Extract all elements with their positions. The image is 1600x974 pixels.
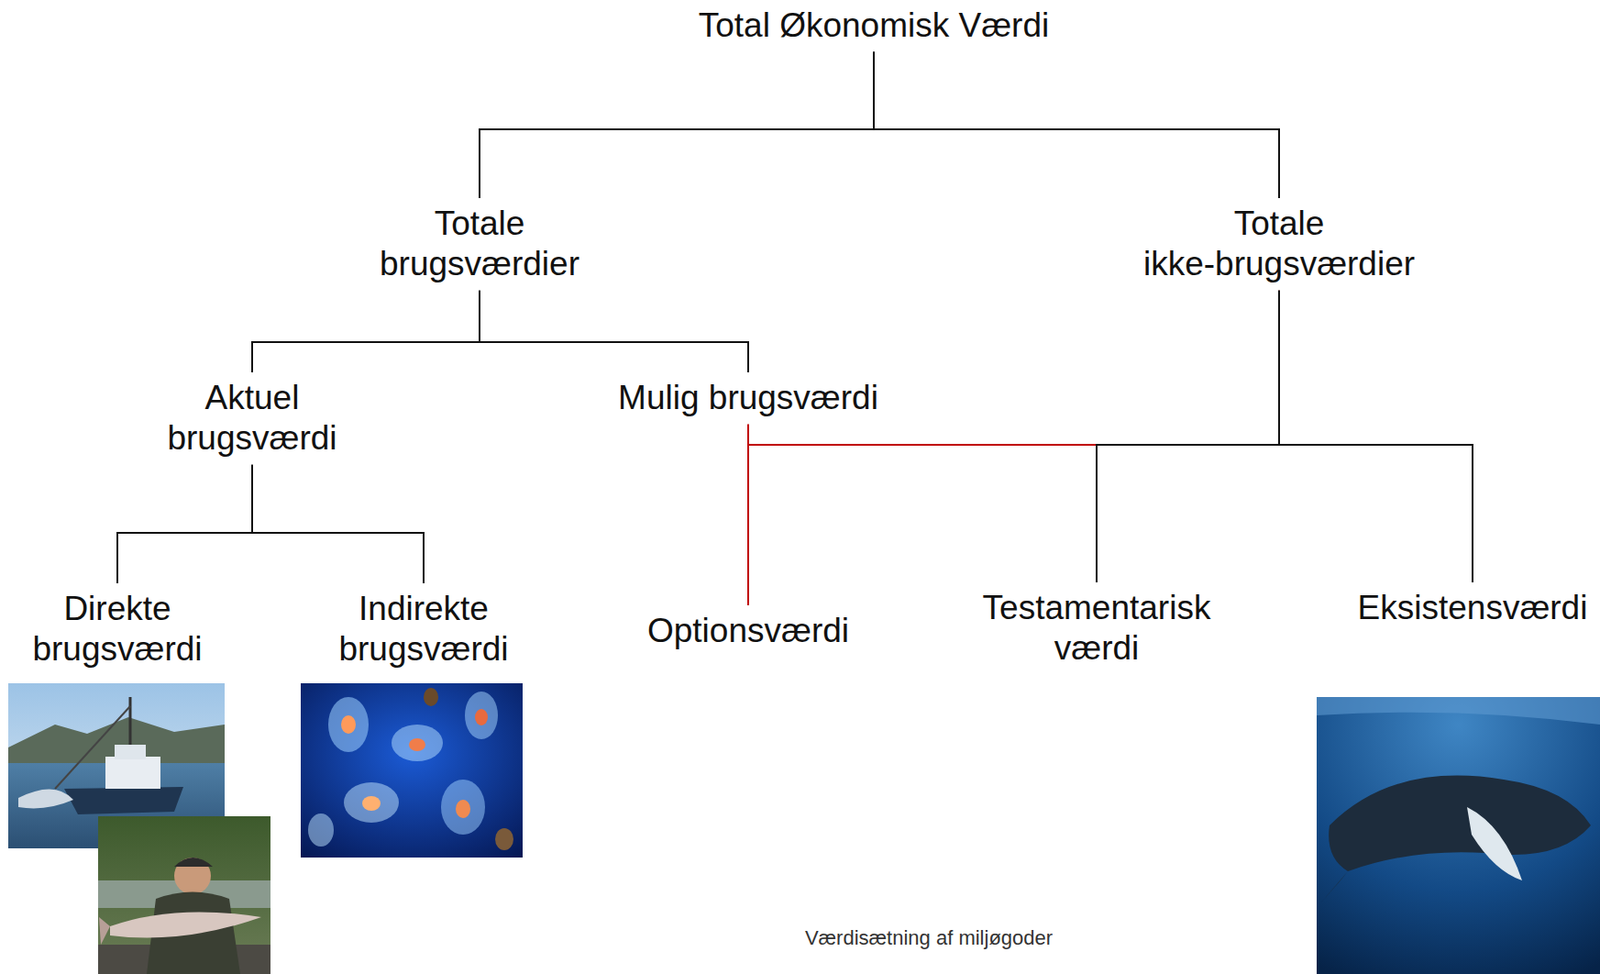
angler-photo: [98, 816, 271, 974]
value-node: Totale brugsværdier: [360, 203, 599, 286]
whale-photo: [1316, 696, 1600, 974]
word: Mulig: [617, 378, 699, 417]
value-node: Indirekte brugsværdi: [313, 588, 534, 671]
node-text: Mulig brugsværdi: [617, 377, 879, 419]
tree-connector: [748, 290, 1280, 606]
value-node: Totale ikke-brugsværdier: [1123, 203, 1435, 286]
value-node: Optionsværdi: [647, 610, 850, 652]
tree-connector: [252, 464, 424, 584]
tree-connector: [479, 290, 749, 373]
tree-connector: [117, 464, 253, 584]
word: Værdi: [959, 6, 1050, 45]
word: brugsværdi: [708, 378, 879, 417]
tree-connector: [1279, 290, 1473, 583]
tree-connector: [747, 423, 750, 606]
word: Økonomisk: [779, 6, 949, 45]
node-text: Indirekte brugsværdi: [313, 588, 534, 671]
node-text: Optionsværdi: [647, 610, 850, 652]
word: Total: [698, 6, 771, 45]
word: Aktuel: [205, 378, 300, 417]
tree-connector: [873, 51, 1280, 199]
word: brugsværdi: [32, 629, 202, 668]
plankton-photo: [300, 683, 523, 858]
node-text: Testamentarisk værdi: [963, 587, 1230, 670]
footer-label: Værdisætning af miljøgoder: [805, 926, 1053, 950]
value-node: Aktuel brugsværdi: [142, 377, 363, 460]
word: Eksistensværdi: [1357, 588, 1589, 627]
value-node: Eksistensværdi: [1357, 587, 1589, 629]
word: Indirekte: [358, 589, 489, 628]
tree-connector: [1096, 290, 1280, 583]
word: Totale: [434, 204, 526, 243]
word: Optionsværdi: [647, 611, 850, 650]
node-text: Eksistensværdi: [1357, 587, 1589, 629]
node-text: Totale brugsværdier: [360, 203, 599, 286]
word: ikke-brugsværdier: [1143, 244, 1415, 283]
value-node: Testamentarisk værdi: [963, 587, 1230, 670]
node-text: Total Økonomisk Værdi: [698, 5, 1049, 46]
word: brugsværdi: [166, 419, 337, 457]
value-node: Total Økonomisk Værdi: [698, 5, 1049, 46]
value-node: Mulig brugsværdi: [617, 377, 879, 419]
word: brugsværdi: [338, 629, 508, 668]
word: brugsværdier: [379, 244, 580, 283]
value-node: Direkte brugsværdi: [7, 588, 228, 671]
node-text: Totale ikke-brugsværdier: [1123, 203, 1435, 286]
word: Testamentarisk: [982, 588, 1212, 627]
word: Direkte: [63, 589, 171, 628]
tree-connector: [479, 51, 874, 199]
tree-connector: [252, 290, 480, 373]
word: Totale: [1234, 204, 1325, 243]
node-text: Aktuel brugsværdi: [142, 377, 363, 460]
node-text: Direkte brugsværdi: [7, 588, 228, 671]
word: værdi: [1054, 628, 1140, 667]
